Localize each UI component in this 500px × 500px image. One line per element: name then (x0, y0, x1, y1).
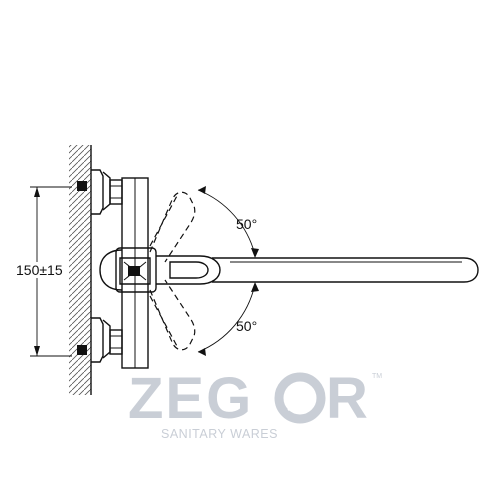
spacing-dimension: 150±15 (14, 186, 72, 357)
wall (69, 145, 92, 395)
trademark: TM (372, 373, 382, 380)
handle-rotated-down (149, 279, 196, 351)
handle-rotated-up (149, 191, 196, 263)
lower-eccentric (77, 317, 123, 363)
angle-down-label: 50° (236, 318, 257, 334)
angle-up-label: 50° (236, 216, 257, 232)
logo-o-icon (274, 372, 326, 424)
angle-arc-down: 50° (197, 282, 259, 356)
brand-tagline: SANITARY WARES (161, 427, 278, 441)
mixer-lever (99, 247, 221, 293)
spacing-label: 150±15 (16, 262, 63, 278)
logo-text-right: R (326, 366, 370, 431)
spout (212, 257, 479, 283)
angle-arc-up: 50° (197, 186, 259, 258)
brand-logo: ZEG R TM SANITARY WARES (128, 366, 382, 441)
logo-text-left: ZEG (128, 366, 253, 431)
